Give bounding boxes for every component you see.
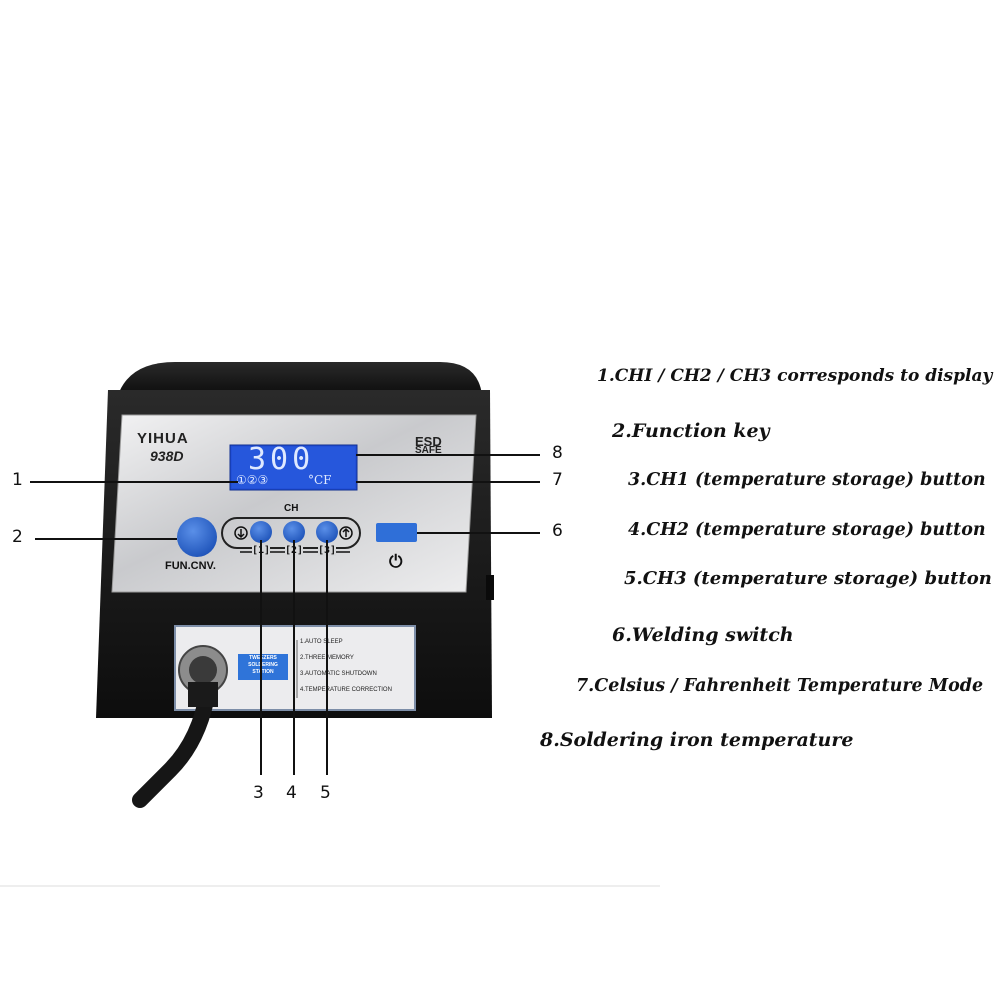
fun-cnv-button-shape <box>177 517 217 557</box>
feature-item: 3.AUTOMATIC SHUTDOWN <box>300 671 377 677</box>
callout-6: 6 <box>552 521 563 541</box>
lead-line-3 <box>260 540 262 775</box>
welding-switch[interactable] <box>376 523 417 542</box>
callout-7: 7 <box>552 470 563 490</box>
callout-1: 1 <box>12 470 23 490</box>
callout-3: 3 <box>253 783 264 803</box>
ch-label: CH <box>284 503 299 514</box>
housing-top <box>118 362 482 395</box>
legend-item-2: 2.Function key <box>612 420 770 442</box>
feature-item: 2.THREE MEMORY <box>300 655 354 661</box>
lcd-channel-indicators: ①②③ <box>236 473 269 487</box>
esd-safe-label: SAFE <box>415 445 442 456</box>
lead-line-6 <box>417 532 540 534</box>
cable <box>132 682 216 808</box>
callout-5: 5 <box>320 783 331 803</box>
legend-item-5: 5.CH3 (temperature storage) button <box>624 568 992 589</box>
fun-cnv-label: FUN.CNV. <box>165 560 216 572</box>
legend-item-3: 3.CH1 (temperature storage) button <box>628 470 986 490</box>
fun-cnv-button[interactable] <box>177 517 217 557</box>
lead-line-1 <box>30 481 238 483</box>
lcd-unit-indicator: °CF <box>308 473 332 487</box>
power-switch-shape <box>376 523 417 542</box>
lead-line-7 <box>356 481 540 483</box>
legend-item-8: 8.Soldering iron temperature <box>540 729 854 751</box>
callout-8: 8 <box>552 443 563 463</box>
legend-item-4: 4.CH2 (temperature storage) button <box>628 520 986 540</box>
front-badge: TWEEZERS SOLDERING STATION <box>248 655 278 675</box>
power-icon: ⏻ <box>389 552 403 572</box>
feature-list: 1.AUTO SLEEP 2.THREE MEMORY 3.AUTOMATIC … <box>300 634 392 698</box>
esd-label: ESD <box>415 434 442 449</box>
lcd-temperature: 300 <box>248 442 315 477</box>
lead-line-2 <box>35 538 177 540</box>
callout-2: 2 <box>12 527 23 547</box>
lead-line-8 <box>356 454 540 456</box>
feature-item: 4.TEMPERATURE CORRECTION <box>300 687 392 693</box>
legend-item-6: 6.Welding switch <box>612 624 794 646</box>
model-label: 938D <box>150 448 184 464</box>
callout-4: 4 <box>286 783 297 803</box>
legend-item-1: 1.CHI / CH2 / CH3 corresponds to display <box>597 366 993 386</box>
legend-item-7: 7.Celsius / Fahrenheit Temperature Mode <box>576 676 984 696</box>
lead-line-5 <box>326 540 328 775</box>
feature-item: 1.AUTO SLEEP <box>300 639 343 645</box>
lead-line-4 <box>293 540 295 775</box>
brand-logo: YIHUA <box>137 430 189 447</box>
